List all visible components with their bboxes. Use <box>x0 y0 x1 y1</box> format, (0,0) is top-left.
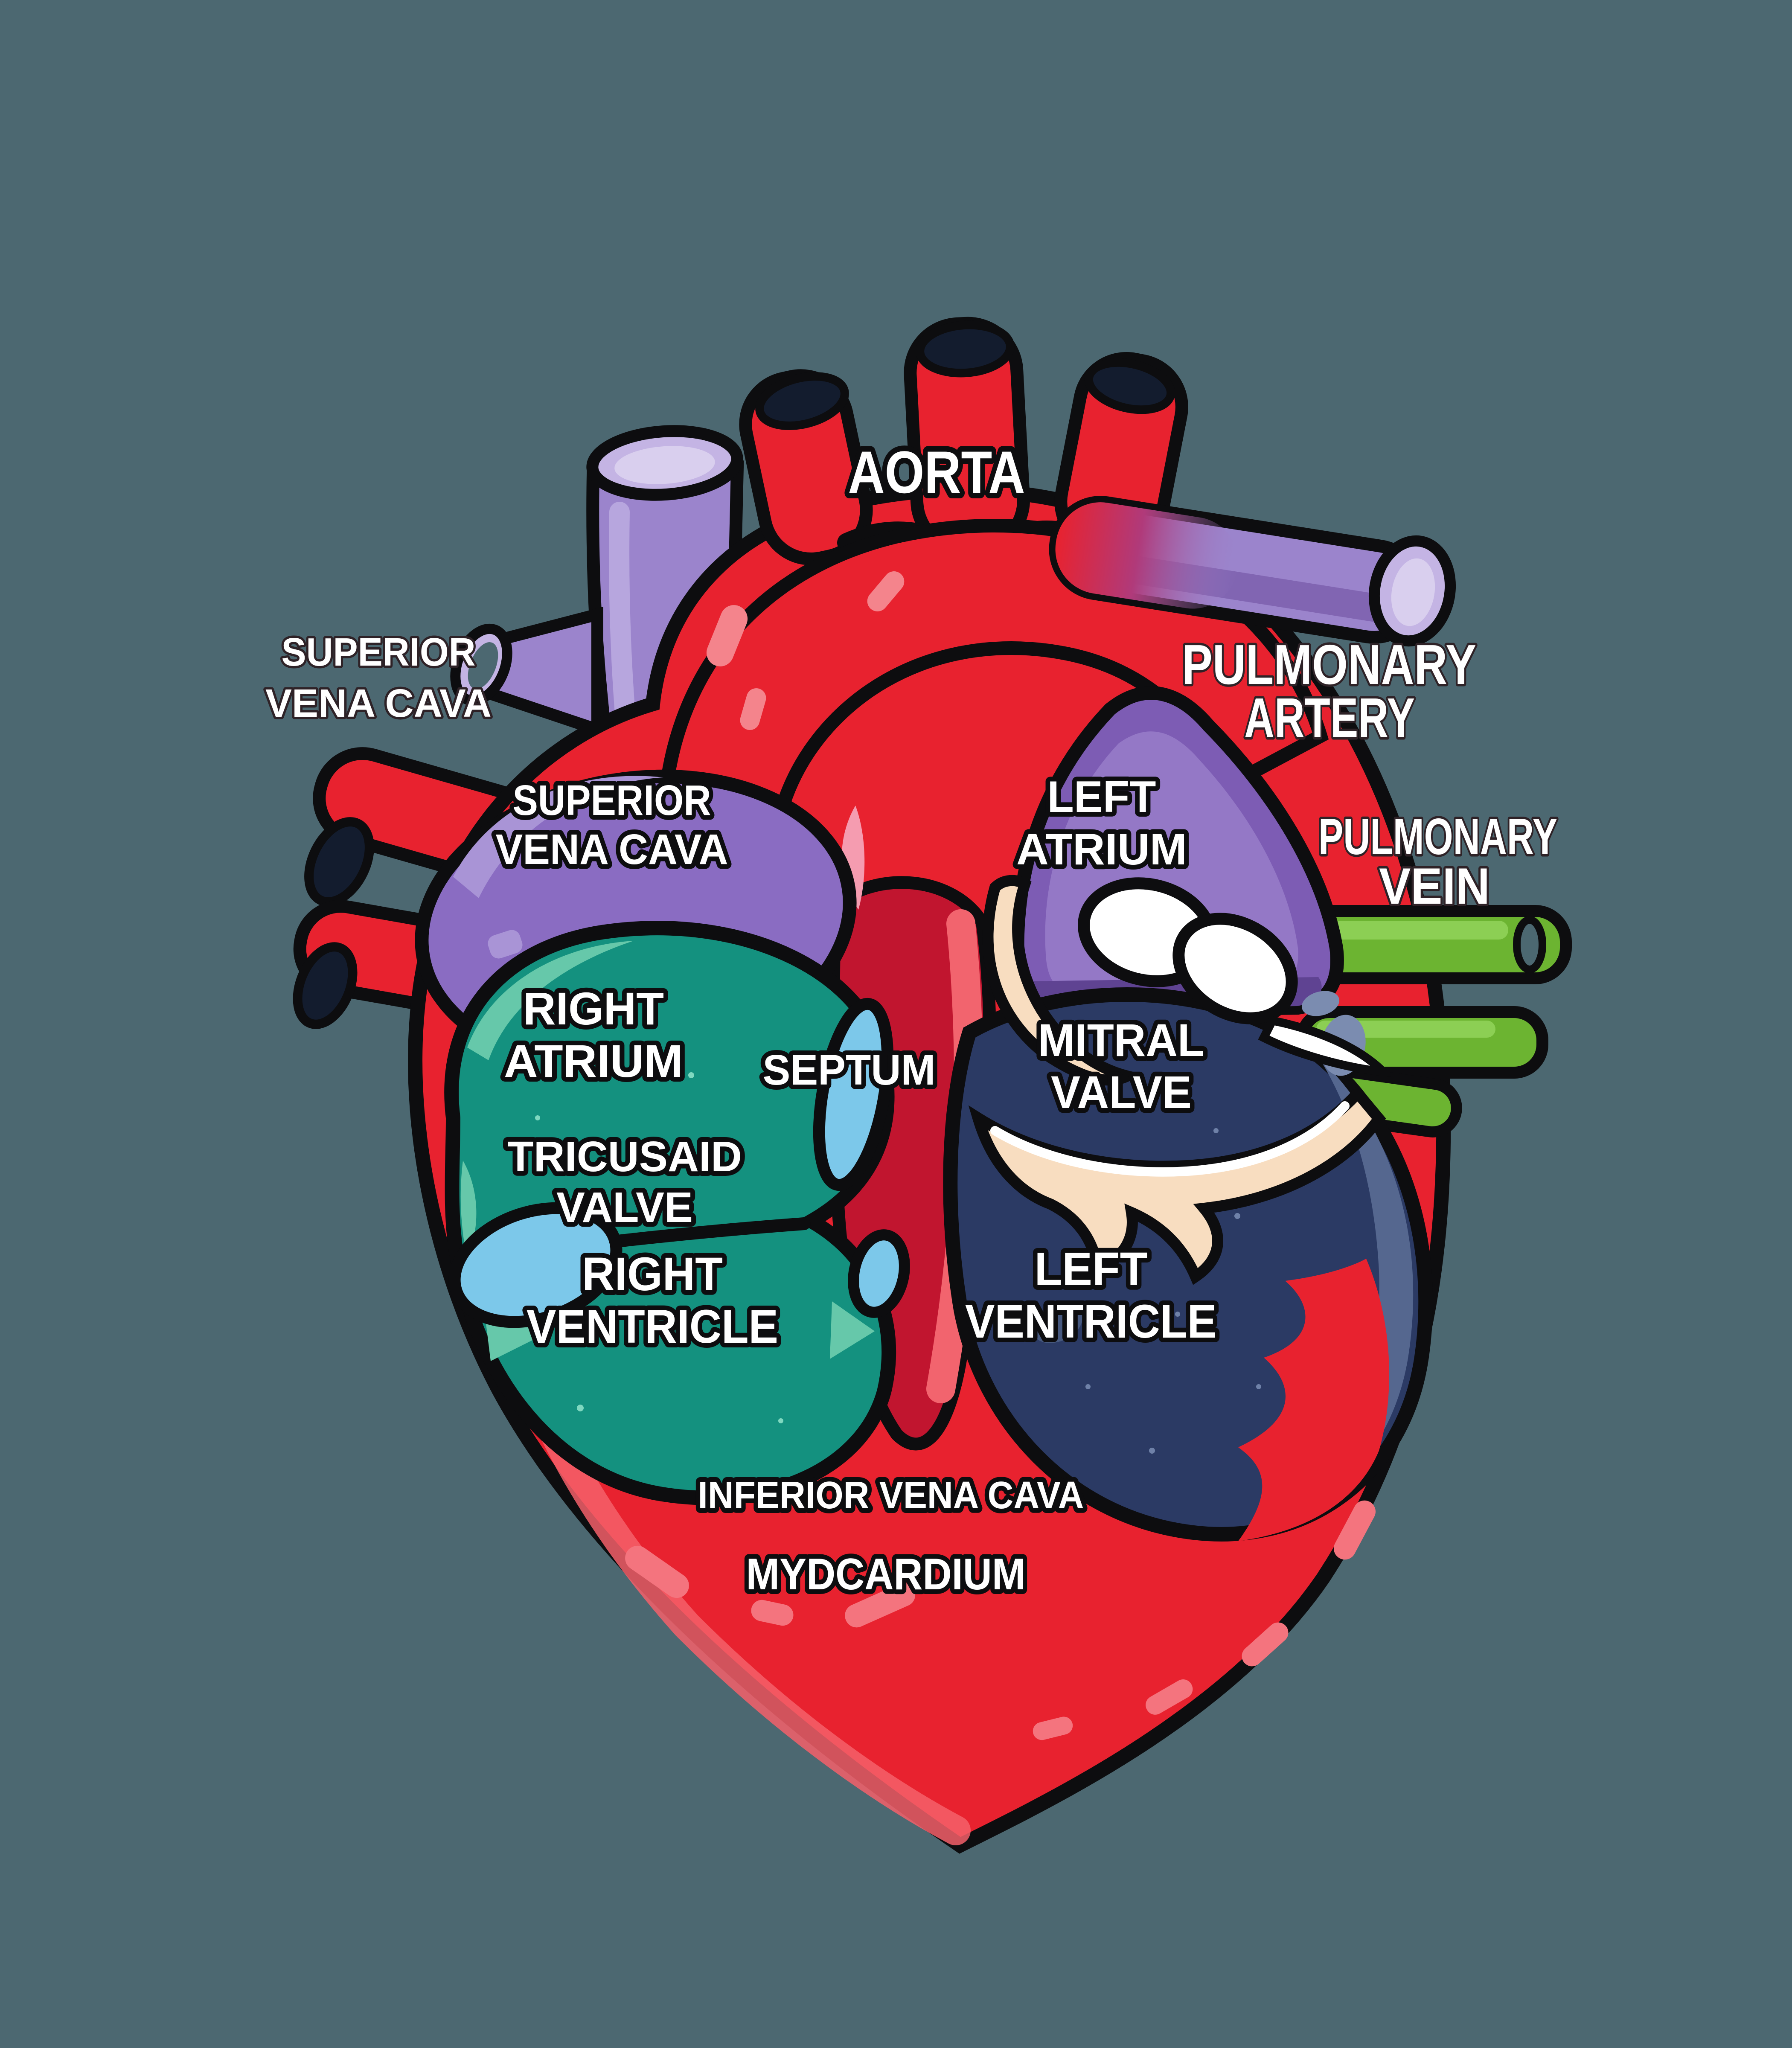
label-pulmonary-vein-line2: VEIN <box>1379 858 1490 915</box>
tricuspid-valve-shapes <box>448 998 910 1328</box>
svc-blob-highlight <box>453 776 663 898</box>
label-tricuspid-valve-line2: VALVE <box>556 1184 693 1231</box>
label-left-atrium-line1: LEFT <box>1047 772 1156 822</box>
labels: AORTA SUPERIOR VENA CAVA SUPERIOR VENA C… <box>263 433 1560 1604</box>
label-pulmonary-artery-line1: PULMONARY <box>1182 633 1476 696</box>
label-left-atrium-line2: ATRIUM <box>1016 825 1187 874</box>
label-svc-inner-line1: SUPERIOR <box>513 777 711 824</box>
chordae-white-edge <box>990 1101 1350 1177</box>
tricuspid-blob <box>448 1202 623 1328</box>
label-tricuspid-valve-line1: TRICUSAID <box>507 1133 742 1181</box>
lv-gray-blob-1 <box>1301 991 1340 1016</box>
tricuspid-crescent <box>813 998 894 1191</box>
label-right-atrium-line2: ATRIUM <box>504 1035 683 1087</box>
pulmonary-artery-tube <box>1049 496 1456 647</box>
label-left-ventricle-line1: LEFT <box>1035 1243 1148 1295</box>
label-mitral-valve-line2: VALVE <box>1051 1066 1192 1118</box>
label-svc-inner-line2: VENA CAVA <box>496 826 728 873</box>
aorta-branch-middle-opening <box>916 320 1015 378</box>
red-tube-lower-opening <box>293 942 358 1029</box>
label-pulmonary-artery-line2: ARTERY <box>1244 687 1415 749</box>
teal-rim-highlight <box>467 941 634 1060</box>
label-inferior-vena-cava: INFERIOR VENA CAVA <box>698 1474 1084 1517</box>
label-svc-outer-line2: VENA CAVA <box>265 681 492 725</box>
mitral-leaflet-2 <box>1172 913 1298 1024</box>
mitral-valve-shapes <box>968 875 1395 1285</box>
aorta-branch-left-opening <box>755 372 849 430</box>
lv-dark-blob <box>1034 1306 1082 1343</box>
aorta-branch-right-opening <box>1084 358 1175 414</box>
green-vein-upper-slot <box>1513 916 1546 973</box>
label-mitral-valve-line1: MITRAL <box>1038 1014 1204 1066</box>
label-septum: SEPTUM <box>763 1046 936 1094</box>
lv-red-flame <box>1238 1259 1389 1541</box>
teal-wedge-right <box>830 1301 875 1359</box>
label-pulmonary-vein-line1: PULMONARY <box>1318 808 1557 865</box>
aorta-highlight-dashes <box>706 571 905 730</box>
label-right-ventricle-line2: VENTRICLE <box>527 1300 778 1353</box>
svc-opening-inner <box>614 446 715 484</box>
mitral-cream-crescent <box>982 875 1143 1086</box>
svc-branch-opening-hole <box>468 642 498 689</box>
label-right-atrium-line1: RIGHT <box>523 983 664 1034</box>
label-aorta: AORTA <box>848 439 1025 506</box>
label-svc-outer-line1: SUPERIOR <box>282 630 476 674</box>
label-left-ventricle-line2: VENTRICLE <box>965 1295 1217 1348</box>
tricuspid-small <box>848 1229 910 1318</box>
green-vein-upper-highlight <box>1303 921 1508 940</box>
aorta-branches <box>739 317 1188 565</box>
svc-blob-patch <box>488 930 523 959</box>
pa-tube-red-gradient <box>1055 502 1238 609</box>
mitral-white-crescent <box>1258 1015 1395 1078</box>
chordae-band <box>968 1085 1386 1285</box>
label-myocardium: MYDCARDIUM <box>746 1550 1026 1599</box>
red-tube-upper-opening <box>304 817 374 907</box>
pa-opening-inner <box>1391 558 1435 626</box>
label-right-ventricle-line1: RIGHT <box>582 1248 723 1300</box>
teal-speckles <box>535 1072 783 1423</box>
